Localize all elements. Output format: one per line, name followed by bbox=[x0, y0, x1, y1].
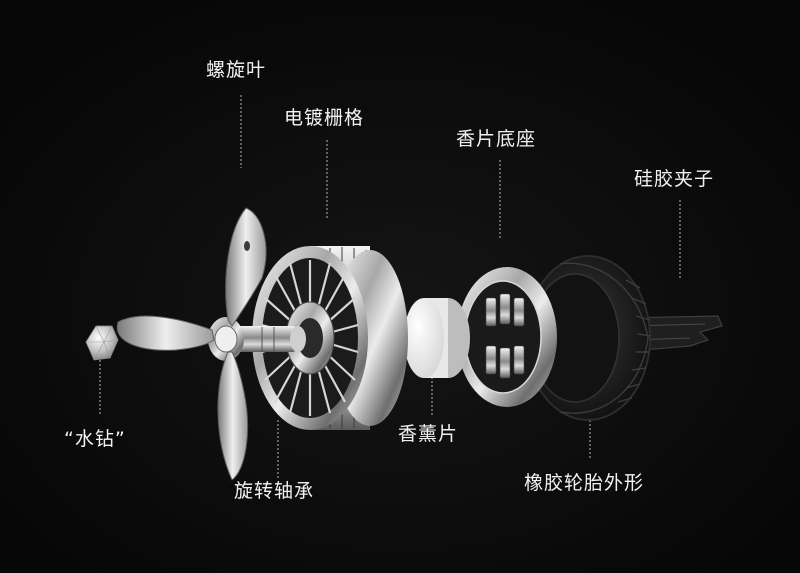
label-grille: 电镀栅格 bbox=[284, 107, 365, 129]
scent-pad-part bbox=[404, 298, 470, 378]
label-propeller: 螺旋叶 bbox=[206, 59, 267, 81]
label-scent-pad: 香薰片 bbox=[398, 423, 459, 445]
label-scent-base: 香片底座 bbox=[456, 128, 537, 150]
label-tire-shell: 橡胶轮胎外形 bbox=[524, 472, 645, 494]
tire-shell-part bbox=[525, 255, 652, 421]
label-silicone-clip: 硅胶夹子 bbox=[634, 168, 715, 190]
label-diamond: “水钻” bbox=[64, 428, 126, 450]
scent-base-part bbox=[457, 267, 557, 407]
grille-housing-part bbox=[252, 246, 408, 430]
diamond-part bbox=[85, 325, 119, 361]
propeller-part bbox=[116, 207, 267, 481]
label-bearing: 旋转轴承 bbox=[234, 480, 315, 502]
